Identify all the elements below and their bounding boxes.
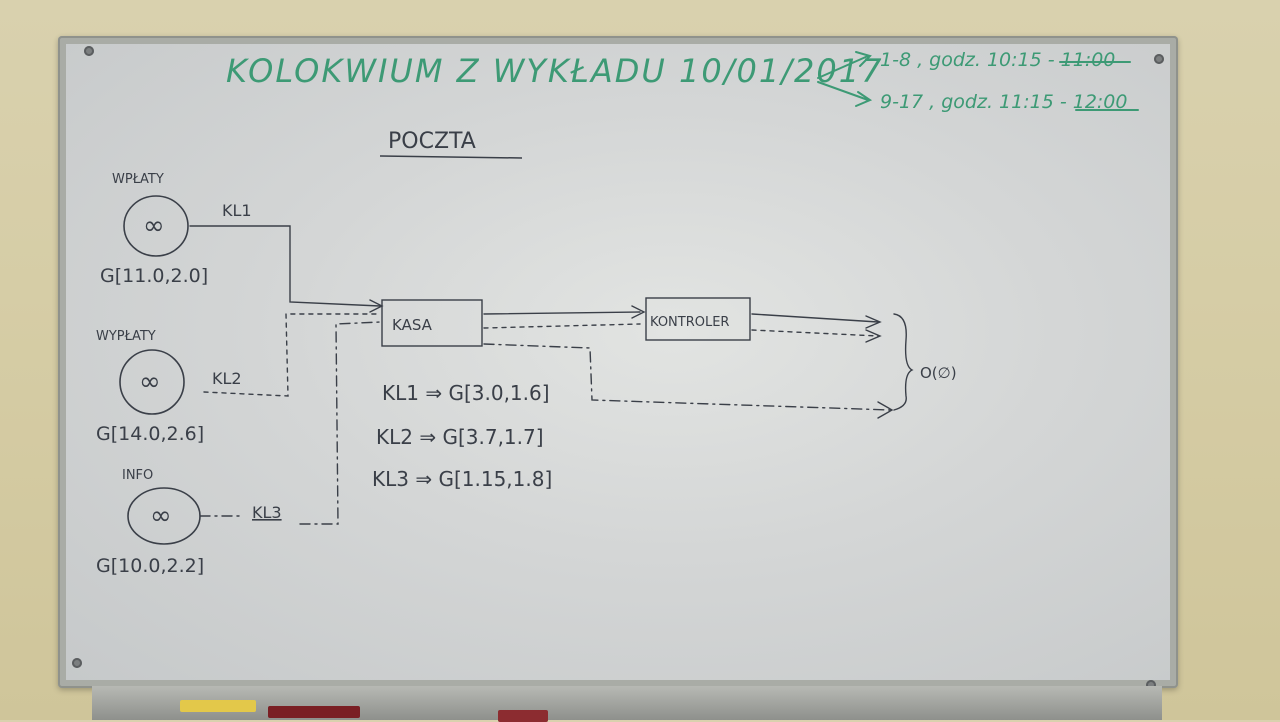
heading-underline xyxy=(379,155,523,159)
schedule-line-2: 9-17 , godz. 11:15 - 12:00 xyxy=(880,91,1127,113)
arrowhead-out-2 xyxy=(865,329,882,343)
whiteboard-surface xyxy=(66,44,1170,680)
station-label-kasa: KASA xyxy=(392,316,433,334)
source-label-wyplaty: WYPŁATY xyxy=(96,329,156,344)
source-label-wplaty: WPŁATY xyxy=(112,172,164,187)
exam-title: KOLOKWIUM Z WYKŁADU 10/01/2017 xyxy=(226,52,883,90)
screw-bottom-right xyxy=(1146,680,1156,690)
diagram-heading: POCZTA xyxy=(388,129,476,154)
screw-top-right xyxy=(1154,54,1164,64)
flow-kontroler-out-solid xyxy=(751,313,879,323)
link-label-kl3: KL3 xyxy=(252,503,282,522)
source-symbol-wyplaty: ∞ xyxy=(139,367,161,397)
flow-kasa-bypass xyxy=(483,343,891,411)
arrowhead-out-1 xyxy=(865,315,882,329)
screw-top-left xyxy=(84,46,94,56)
rule-kl3: KL3 ⇒ G[1.15,1.8] xyxy=(372,467,552,491)
station-box-kontroler xyxy=(645,297,751,341)
link-label-kl2: KL2 xyxy=(212,369,242,388)
flow-kasa-kontroler-solid xyxy=(483,311,641,315)
yellow-eraser xyxy=(180,700,256,712)
link-label-kl1: KL1 xyxy=(222,201,252,220)
red-marker-2 xyxy=(498,710,548,722)
schedule-line-1: 1-8 , godz. 10:15 - 11:00 xyxy=(880,49,1115,71)
rule-kl1: KL1 ⇒ G[3.0,1.6] xyxy=(382,381,550,405)
rule-kl2: KL2 ⇒ G[3.7,1.7] xyxy=(376,425,544,449)
sink-brace xyxy=(893,313,914,411)
sink-label: O(∅) xyxy=(920,364,957,382)
source-dist-wplaty: G[11.0,2.0] xyxy=(100,265,208,287)
header-arrow-up xyxy=(817,51,872,79)
red-marker xyxy=(268,706,360,718)
header-arrow-down xyxy=(817,81,873,107)
source-circle-wplaty xyxy=(123,195,189,257)
flow-kl1 xyxy=(189,225,381,307)
source-label-info: INFO xyxy=(122,468,153,483)
source-dist-info: G[10.0,2.2] xyxy=(96,555,204,577)
flow-kl3 xyxy=(199,321,381,525)
flow-kontroler-out-dotted xyxy=(751,329,879,337)
arrowhead-kontroler xyxy=(631,305,646,319)
source-dist-wyplaty: G[14.0,2.6] xyxy=(96,423,204,445)
station-label-kontroler: KONTROLER xyxy=(650,315,729,330)
source-symbol-info: ∞ xyxy=(150,501,172,531)
flow-kasa-kontroler-dotted xyxy=(483,323,641,329)
screw-bottom-left xyxy=(72,658,82,668)
source-symbol-wplaty: ∞ xyxy=(143,211,165,241)
arrowhead-bypass xyxy=(877,401,894,419)
station-box-kasa xyxy=(381,299,483,347)
source-circle-wyplaty xyxy=(119,349,185,415)
